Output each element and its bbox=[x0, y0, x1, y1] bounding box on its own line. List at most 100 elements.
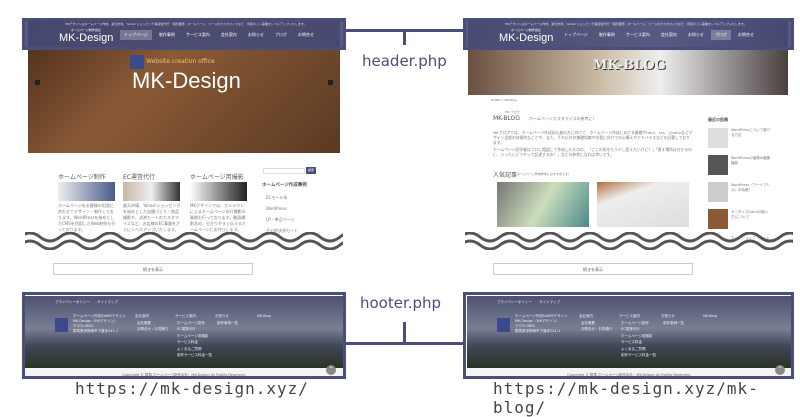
footer-link[interactable]: 制作事例一覧 bbox=[217, 321, 238, 325]
footer-link[interactable]: EC運営代行 bbox=[621, 327, 640, 331]
footer-link[interactable]: よくあるご質問 bbox=[621, 347, 646, 351]
company-line: MK-Design（MKデザイン） bbox=[515, 319, 560, 323]
sidebar-item[interactable]: WordPress（ワードプレス）の特徴！ bbox=[731, 183, 771, 192]
wave-separator bbox=[465, 232, 793, 251]
footer-link[interactable]: 会社概要 bbox=[581, 321, 595, 325]
column-text: 楽天市場、Yahoo!ショッピングを始めとした店舗づくり・商品撮影や、決済カート… bbox=[123, 203, 181, 232]
nav-contact[interactable]: お問合せ bbox=[297, 32, 314, 37]
footer-link[interactable]: よくあるご質問 bbox=[177, 347, 202, 351]
nav-blog[interactable]: ブログ bbox=[274, 32, 287, 37]
footer-link[interactable]: ホームページ制作 bbox=[177, 321, 205, 325]
sidebar-item[interactable]: WordPressの画像の編集機能 bbox=[731, 156, 771, 165]
sidebar-thumb bbox=[708, 155, 728, 175]
nav-blog[interactable]: ブログ bbox=[710, 30, 731, 40]
footer-link-sitemap[interactable]: サイトマップ bbox=[539, 300, 560, 304]
footer-logo bbox=[497, 318, 510, 332]
footer-link[interactable]: サービス案内 bbox=[175, 314, 196, 318]
back-to-top-button[interactable]: ⌃ bbox=[326, 365, 336, 375]
sidebar-item[interactable]: サニタイズ(htmlの使い方)について bbox=[731, 210, 769, 219]
popular-post-image[interactable] bbox=[597, 182, 689, 227]
breadcrumb[interactable]: HOME > MK-Blog bbox=[491, 98, 517, 102]
sidebar-thumb bbox=[708, 182, 728, 202]
show-more-button[interactable]: 続きを表示 bbox=[53, 263, 253, 275]
company-line: 群馬県伊勢崎市下道寺241-1 bbox=[73, 329, 119, 333]
back-to-top-button[interactable]: ⌃ bbox=[775, 365, 785, 375]
footer-link[interactable]: お問合せ・お見積り bbox=[581, 327, 613, 331]
nav-top[interactable]: トップページ bbox=[120, 30, 152, 40]
sidebar-item[interactable]: WordPress bbox=[266, 206, 287, 211]
left-footer-highlight bbox=[22, 292, 346, 379]
logo-text: MK-Design bbox=[499, 32, 554, 44]
nav-service[interactable]: サービス案内 bbox=[185, 32, 210, 37]
footer-link[interactable]: 会社案内 bbox=[135, 314, 149, 318]
footer-link[interactable]: お知らせ bbox=[661, 314, 675, 318]
footer-link[interactable]: MK-Blog bbox=[703, 314, 717, 318]
search-button[interactable]: 検索 bbox=[306, 167, 316, 174]
search-input[interactable] bbox=[263, 168, 305, 174]
slider-prev[interactable] bbox=[35, 80, 40, 85]
title-ruby: MK ブログ bbox=[505, 110, 520, 114]
footer-link[interactable]: ホームページ用撮影 bbox=[177, 334, 209, 338]
footer-link[interactable]: お知らせ bbox=[215, 314, 229, 318]
footer-link-privacy[interactable]: プライバシーポリシー bbox=[55, 300, 90, 304]
sidebar-item[interactable]: その他決済カート bbox=[266, 228, 298, 233]
footer-link[interactable]: EC運営代行 bbox=[177, 327, 196, 331]
slider-next[interactable] bbox=[328, 80, 333, 85]
header-label: header.php bbox=[362, 52, 447, 70]
footer-link[interactable]: サービス料金 bbox=[621, 340, 642, 344]
column-title: EC運営代行 bbox=[123, 174, 155, 181]
sidebar-item[interactable]: ECモール系 bbox=[266, 195, 288, 200]
popular-title: 人気記事 bbox=[493, 172, 518, 179]
footer-connector-tick bbox=[403, 322, 406, 344]
sidebar-item[interactable]: ネットショップ・カート bbox=[731, 236, 770, 240]
sidebar-item[interactable]: LP・単品ページ bbox=[266, 217, 295, 222]
column-image bbox=[190, 182, 247, 201]
footer-link[interactable]: ホームページ用撮影 bbox=[621, 334, 653, 338]
nav-news[interactable]: お知らせ bbox=[247, 32, 264, 37]
footer-link[interactable]: サービス料金 bbox=[177, 340, 198, 344]
footer-bg: プライバシーポリシー サイトマップ ホームページ作成&WEBデザイン MK-De… bbox=[25, 296, 343, 368]
wave-separator bbox=[25, 232, 343, 251]
logo-sub: ホームページ制作会社 bbox=[511, 28, 541, 32]
show-more-button[interactable]: 続きを表示 bbox=[493, 263, 693, 275]
nav-contact[interactable]: お問合せ bbox=[737, 32, 754, 37]
site-header: MKデザインはホームページ作成、楽天市場、Yahoo!ショッピング等運営代行・撮… bbox=[25, 20, 343, 48]
company-line: 〒372-0852 bbox=[515, 324, 536, 328]
company-line: 群馬県伊勢崎市下道寺241-1 bbox=[515, 329, 561, 333]
nav-works[interactable]: 制作事例 bbox=[158, 32, 175, 37]
footer-link[interactable]: お問合せ・お見積り bbox=[137, 327, 169, 331]
hero-subtitle: Website creation office bbox=[146, 58, 215, 65]
blog-title: MK-BLOG bbox=[493, 115, 521, 122]
popular-subtitle: ホームページ作成参考におすすめです！ bbox=[517, 172, 571, 176]
footer-link[interactable]: 制作サービス料金一覧 bbox=[621, 353, 656, 357]
sidebar-title: 最近の投稿 bbox=[708, 117, 728, 122]
nav-company[interactable]: 会社案内 bbox=[220, 32, 237, 37]
nav-works[interactable]: 制作事例 bbox=[598, 32, 615, 37]
footer-link-privacy[interactable]: プライバシーポリシー bbox=[497, 300, 532, 304]
column-image bbox=[123, 182, 180, 201]
blog-intro-2: ホームページ初学者はプロに相談して作成したものの、「ここの所をもう少し変えたいけ… bbox=[493, 147, 692, 157]
footer-link[interactable]: サービス案内 bbox=[619, 314, 640, 318]
footer-link-sitemap[interactable]: サイトマップ bbox=[97, 300, 118, 304]
nav-news[interactable]: お知らせ bbox=[687, 32, 704, 37]
footer-label: hooter.php bbox=[360, 294, 442, 312]
footer-link[interactable]: MK-Blog bbox=[257, 314, 271, 318]
footer-logo bbox=[55, 318, 68, 332]
footer-link[interactable]: ホームページ制作 bbox=[621, 321, 649, 325]
footer-link[interactable]: 制作事例一覧 bbox=[663, 321, 684, 325]
nav-top[interactable]: トップページ bbox=[564, 32, 588, 37]
company-line: ホームページ作成&WEBデザイン bbox=[515, 314, 568, 318]
nav-company[interactable]: 会社案内 bbox=[660, 32, 677, 37]
main-nav: トップページ 制作事例 サービス案内 会社案内 お知らせ ブログ お問合せ bbox=[560, 30, 758, 40]
right-footer: プライバシーポリシー サイトマップ ホームページ作成&WEBデザイン MK-De… bbox=[467, 296, 791, 376]
popular-post-image[interactable] bbox=[497, 182, 589, 227]
header-connector-tick bbox=[403, 29, 406, 45]
footer-link[interactable]: 制作サービス料金一覧 bbox=[177, 353, 212, 357]
nav-service[interactable]: サービス案内 bbox=[625, 32, 650, 37]
sidebar-item[interactable]: WordPressについて調べる方法 bbox=[731, 128, 771, 137]
footer-link[interactable]: 会社案内 bbox=[579, 314, 593, 318]
header-top-text: MKデザインはホームページ作成、楽天市場、Yahoo!ショッピング等運営代行・撮… bbox=[65, 22, 307, 26]
footer-link[interactable]: 会社概要 bbox=[137, 321, 151, 325]
